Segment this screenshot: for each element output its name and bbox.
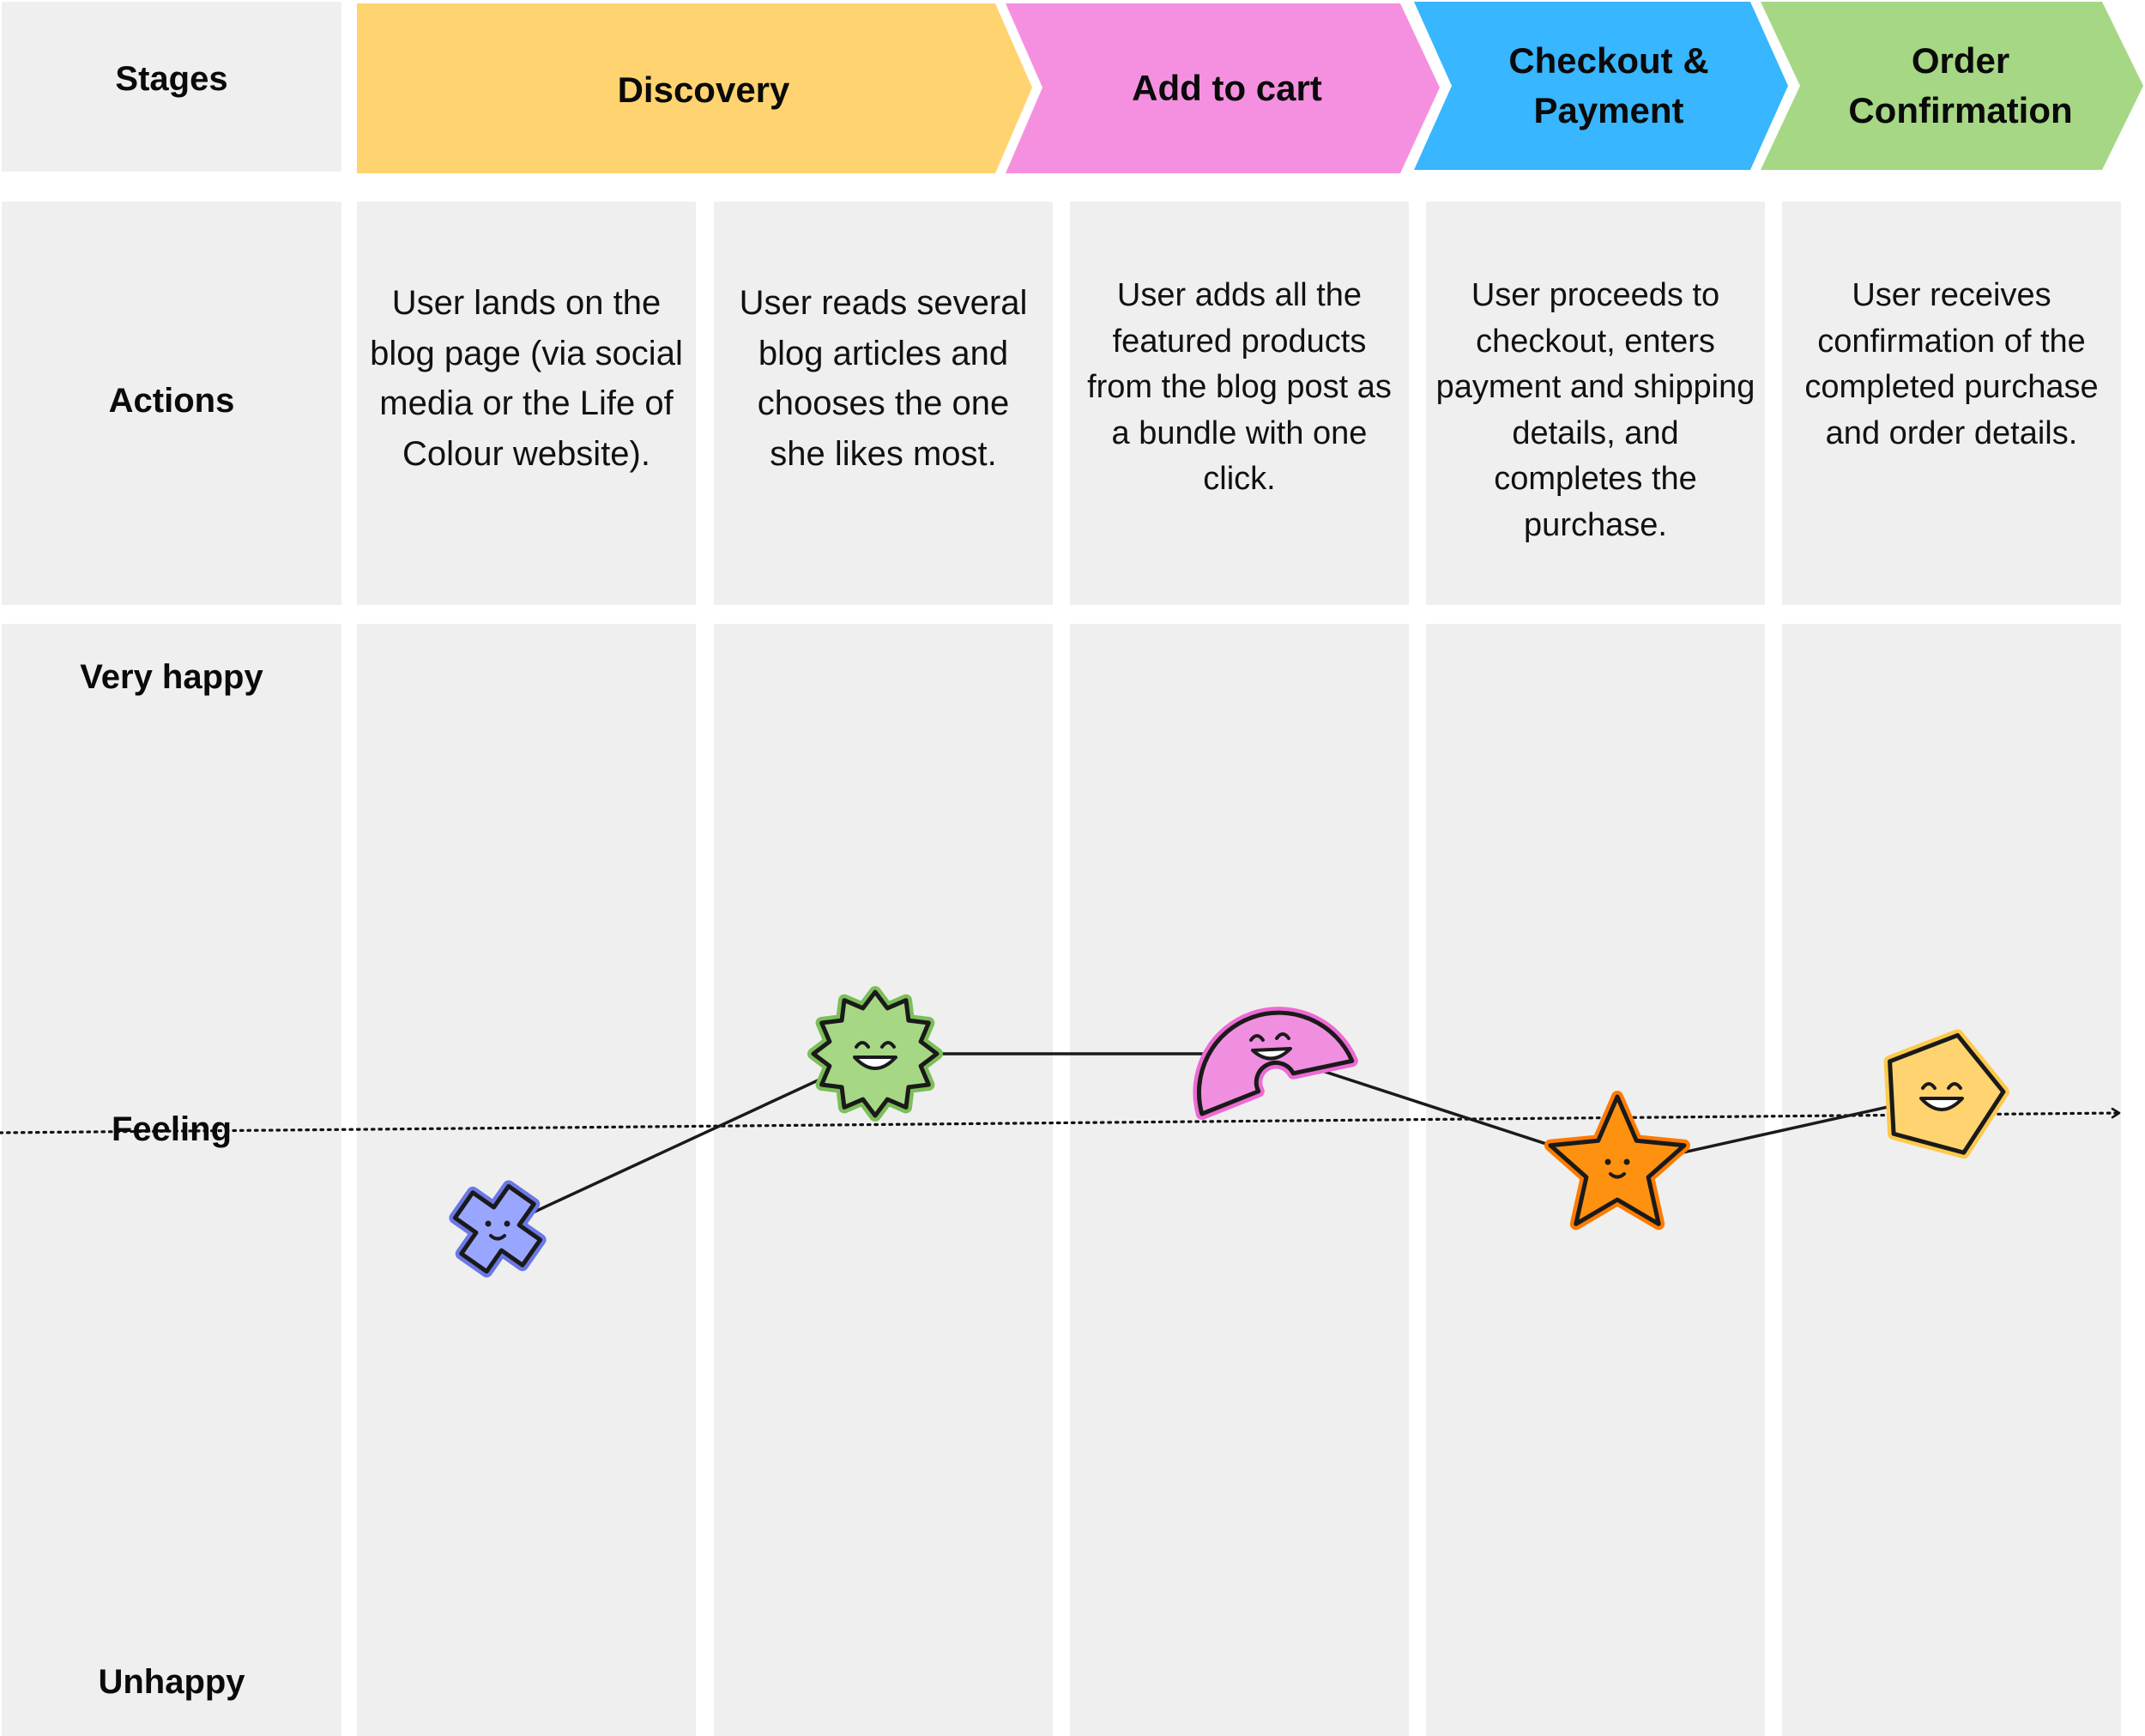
- feeling-cell: [1070, 624, 1409, 1736]
- stage-chevrons: [357, 2, 2143, 173]
- stage-chevron-checkout: [1414, 2, 1788, 170]
- feeling-cell: [714, 624, 1053, 1736]
- row-label-unhappy: Unhappy: [98, 1663, 245, 1701]
- action-cell: [357, 202, 696, 605]
- feeling-cell: [357, 624, 696, 1736]
- row-label-very-happy: Very happy: [80, 658, 263, 696]
- action-text: User proceeds to checkout, enters paymen…: [1435, 277, 1755, 543]
- row-label-stages: Stages: [115, 60, 228, 98]
- actions-label-cell: [2, 202, 341, 605]
- action-cell: [1782, 202, 2121, 605]
- action-text: User adds all the featured products from…: [1087, 277, 1392, 497]
- stage-chevron-add-to-cart: [1006, 3, 1440, 173]
- stage-label-checkout: Checkout & Payment: [1508, 40, 1709, 130]
- action-cell: [1426, 202, 1765, 605]
- feeling-connector-line: [497, 1052, 876, 1231]
- action-cell: [714, 202, 1053, 605]
- feeling-cell: [1782, 624, 2121, 1736]
- action-text: User receives confirmation of the comple…: [1804, 277, 2099, 451]
- row-label-actions: Actions: [108, 382, 235, 420]
- feeling-icons: [449, 986, 2009, 1278]
- action-cell: [1070, 202, 1409, 605]
- action-text: User reads several blog articles and cho…: [739, 284, 1028, 473]
- stages-label-cell: [2, 2, 341, 172]
- stage-chevron-order-confirmation: [1761, 2, 2143, 170]
- feeling-label-cell: [2, 624, 341, 1736]
- green-sun-smiley-icon: [807, 986, 943, 1122]
- orange-star-smiley-icon: [1544, 1091, 1690, 1231]
- stage-label-discovery: Discovery: [617, 70, 790, 110]
- blue-cross-smiley-icon: [449, 1180, 547, 1278]
- stage-label-add-to-cart: Add to cart: [1132, 67, 1322, 108]
- stage-label-order-confirmation: Order Confirmation: [1848, 40, 2073, 130]
- stage-chevron-discovery: [357, 3, 1032, 173]
- yellow-pentagon-smiley-icon: [1883, 1029, 2009, 1159]
- pink-rainbow-smiley-icon: [1193, 1007, 1358, 1120]
- row-label-feeling: Feeling: [111, 1110, 233, 1148]
- action-text: User lands on the blog page (via social …: [370, 284, 683, 473]
- feeling-axis-arrow: [0, 1107, 2121, 1134]
